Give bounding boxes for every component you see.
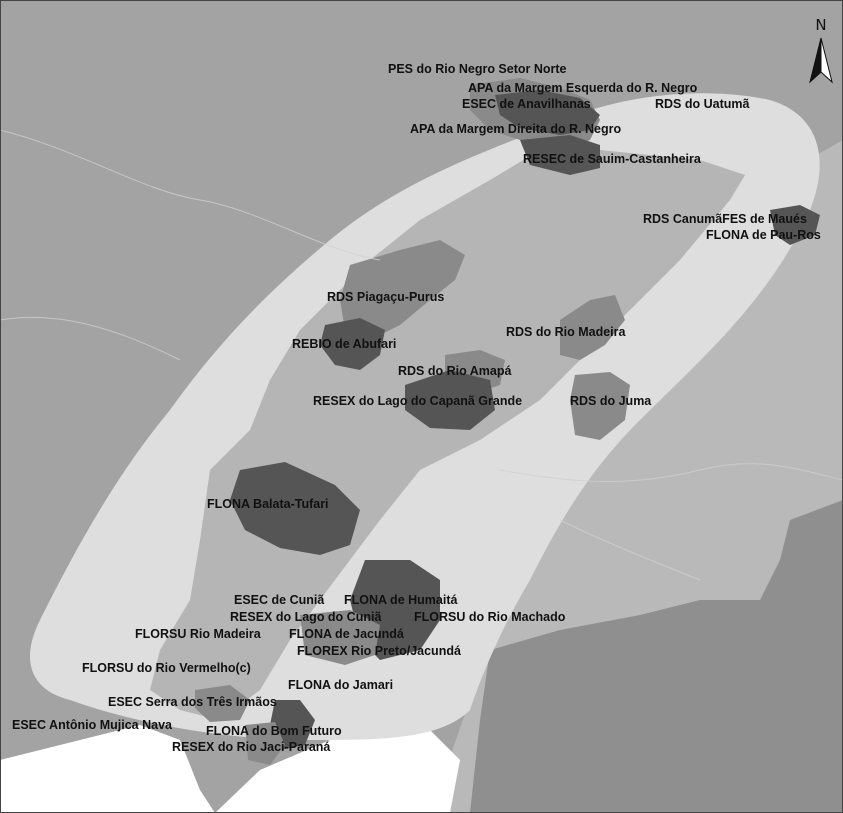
label-flona-jacunda: FLONA de Jacundá	[289, 627, 404, 641]
corridor-zone	[150, 150, 745, 720]
label-flona-bom-futuro: FLONA do Bom Futuro	[206, 724, 342, 738]
label-florsu-rio-vermelho: FLORSU do Rio Vermelho(c)	[82, 661, 251, 675]
label-flona-jamari: FLONA do Jamari	[288, 678, 393, 692]
area-flona-jacunda	[300, 610, 380, 665]
label-rds-piagacu-purus: RDS Piagaçu-Purus	[327, 290, 444, 304]
label-flona-humaita: FLONA de Humaitá	[344, 593, 457, 607]
label-rds-uatuma: RDS do Uatumã	[655, 97, 750, 111]
area-esec-anavilhanas	[495, 90, 600, 135]
area-rds-juma	[570, 372, 630, 440]
water-south	[215, 725, 460, 813]
area-rds-rio-madeira	[560, 295, 625, 360]
label-esec-anavilhanas: ESEC de Anavilhanas	[462, 97, 591, 111]
water-southwest	[0, 725, 215, 813]
label-resex-lago-cunia: RESEX do Lago do Cuniã	[230, 610, 381, 624]
area-rds-canuma	[770, 205, 820, 245]
area-rds-piagacu-purus	[340, 240, 465, 340]
label-florsu-rio-machado: FLORSU do Rio Machado	[414, 610, 566, 624]
area-resex-jaci-parana	[245, 722, 285, 765]
map-labels: PES do Rio Negro Setor Norte APA da Marg…	[12, 62, 821, 754]
label-florex-rio-preto: FLOREX Rio Preto/Jacundá	[297, 644, 461, 658]
label-pes-rio-negro: PES do Rio Negro Setor Norte	[388, 62, 567, 76]
label-resex-jaci-parana: RESEX do Rio Jaci-Paraná	[172, 740, 330, 754]
label-esec-serra-tres-irmaos: ESEC Serra dos Três Irmãos	[108, 695, 277, 709]
label-esec-antonio-mujica-nava: ESEC Antônio Mujica Nava	[12, 718, 173, 732]
label-rds-rio-amapa: RDS do Rio Amapá	[398, 364, 511, 378]
label-resec-sauim: RESEC de Sauim-Castanheira	[523, 152, 702, 166]
label-rds-juma: RDS do Juma	[570, 394, 652, 408]
area-resec-sauim	[520, 135, 600, 175]
north-arrow-icon: N	[809, 16, 833, 84]
label-flona-pau-ros: FLONA de Pau-Ros	[706, 228, 821, 242]
area-rebio-abufari	[320, 318, 385, 370]
label-resex-capana: RESEX do Lago do Capanã Grande	[313, 394, 522, 408]
label-esec-cunia: ESEC de Cuniã	[234, 593, 324, 607]
area-esec-serra-tres-irmaos	[195, 685, 250, 722]
land-southeast	[470, 500, 843, 813]
area-resex-capana	[405, 370, 495, 430]
boundary-lines	[0, 129, 843, 581]
label-apa-margem-direita: APA da Margem Direita do R. Negro	[410, 122, 622, 136]
label-rebio-abufari: REBIO de Abufari	[292, 337, 396, 351]
label-apa-margem-esquerda: APA da Margem Esquerda do R. Negro	[468, 81, 698, 95]
area-flona-balata-tufari	[230, 462, 360, 555]
label-rds-rio-madeira: RDS do Rio Madeira	[506, 325, 627, 339]
north-label: N	[815, 16, 826, 34]
label-florsu-rio-madeira: FLORSU Rio Madeira	[135, 627, 262, 641]
label-flona-balata-tufari: FLONA Balata-Tufari	[207, 497, 329, 511]
label-rds-canuma: RDS CanumãFES de Maués	[643, 212, 807, 226]
